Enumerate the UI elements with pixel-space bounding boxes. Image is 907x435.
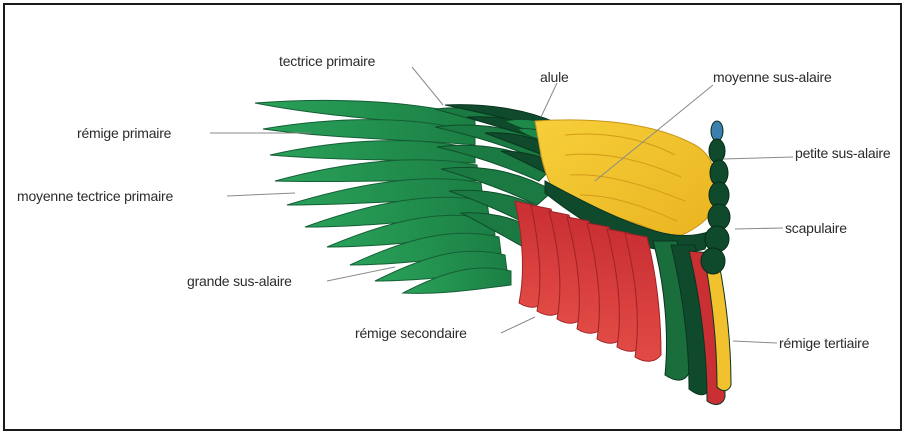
label-remige-secondaire: rémige secondaire: [355, 325, 467, 341]
label-remige-primaire: rémige primaire: [77, 125, 171, 141]
label-tectrice-primaire: tectrice primaire: [279, 53, 375, 69]
label-alule: alule: [540, 69, 569, 85]
label-moyenne-sus-alaire: moyenne sus-alaire: [713, 69, 832, 85]
label-grande-sus-alaire: grande sus-alaire: [187, 273, 292, 289]
label-moyenne-tectrice-primaire: moyenne tectrice primaire: [17, 188, 173, 204]
label-petite-sus-alaire: petite sus-alaire: [795, 145, 890, 161]
label-scapulaire: scapulaire: [785, 220, 847, 236]
label-remige-tertiaire: rémige tertiaire: [779, 335, 869, 351]
diagram-frame: tectrice primaire alule moyenne sus-alai…: [3, 3, 902, 431]
